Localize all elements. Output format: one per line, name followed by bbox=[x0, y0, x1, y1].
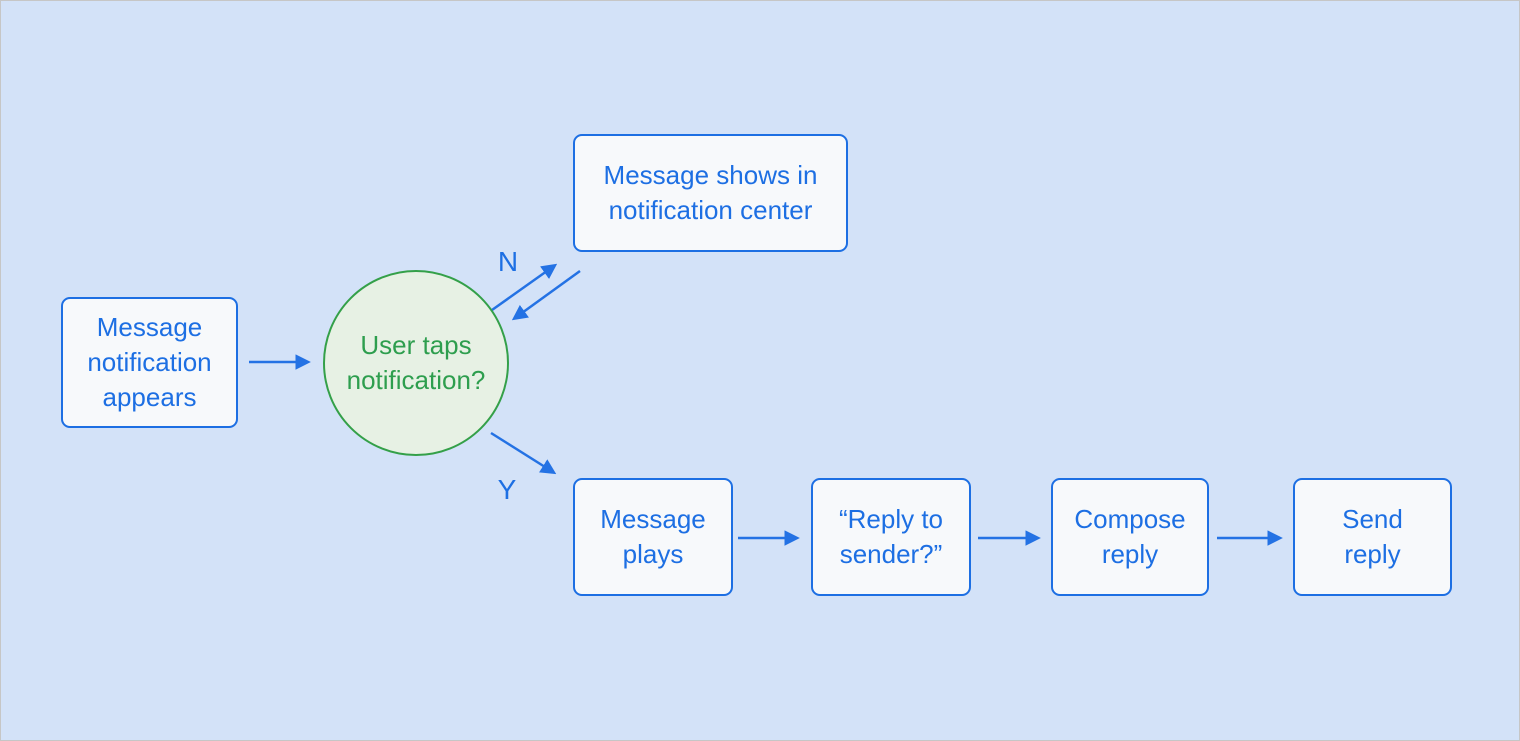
node-user-taps-notification-decision: User taps notification? bbox=[323, 270, 509, 456]
node-message-shows-in-notification-center: Message shows in notification center bbox=[573, 134, 848, 252]
node-message-plays: Message plays bbox=[573, 478, 733, 596]
node-label: Compose reply bbox=[1074, 504, 1186, 569]
node-compose-reply: Compose reply bbox=[1051, 478, 1209, 596]
node-label: User taps notification? bbox=[346, 330, 486, 395]
node-label: Message plays bbox=[600, 504, 706, 569]
node-label: Send reply bbox=[1342, 504, 1403, 569]
node-label: “Reply to sender?” bbox=[838, 504, 944, 569]
node-reply-to-sender-prompt: “Reply to sender?” bbox=[811, 478, 971, 596]
arrow-notification-center-to-decision bbox=[511, 269, 581, 321]
node-label: Message notification appears bbox=[87, 312, 212, 412]
edge-label-yes: Y bbox=[497, 474, 517, 505]
node-send-reply: Send reply bbox=[1293, 478, 1452, 596]
node-message-notification-appears: Message notification appears bbox=[61, 297, 238, 428]
arrow-decision-to-message-plays bbox=[490, 431, 557, 475]
edge-label-no: N bbox=[497, 246, 519, 277]
node-label: Message shows in notification center bbox=[603, 160, 818, 225]
